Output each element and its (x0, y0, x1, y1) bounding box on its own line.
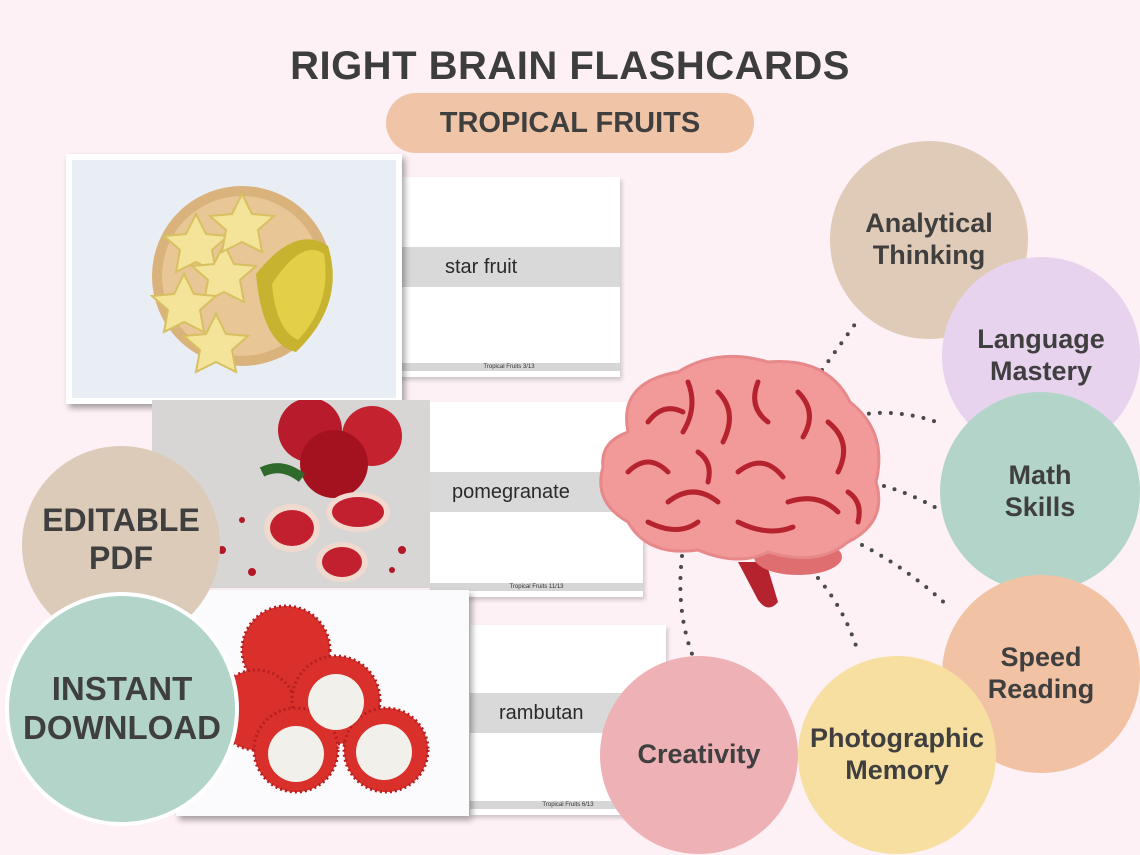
subtitle-text: TROPICAL FRUITS (439, 106, 701, 139)
instant-download-badge: INSTANT DOWNLOAD (5, 592, 239, 826)
card-footer: Tropical Fruits 11/13 (430, 583, 643, 591)
skill-photographic-memory: Photographic Memory (798, 656, 996, 854)
editable-pdf-text: EDITABLE PDF (42, 502, 200, 576)
skill-label: Photographic Memory (810, 723, 984, 785)
skill-label: Analytical Thinking (865, 208, 993, 270)
star-fruit-photo (66, 154, 402, 404)
flashcard-star-fruit: star fruit Tropical Fruits 3/13 (398, 177, 620, 377)
skill-math-skills: Math Skills (940, 392, 1140, 592)
brain-icon (588, 352, 888, 612)
card-footer: Tropical Fruits 3/13 (398, 363, 620, 371)
instant-download-text: INSTANT DOWNLOAD (23, 670, 221, 746)
skill-label: Math Skills (1004, 460, 1076, 522)
skill-label: Language Mastery (977, 324, 1105, 386)
page-title: RIGHT BRAIN FLASHCARDS (290, 44, 850, 88)
skill-label: Creativity (637, 739, 761, 770)
card-footer: Tropical Fruits 6/13 (470, 801, 666, 809)
subtitle-pill: TROPICAL FRUITS (386, 93, 754, 153)
skill-creativity: Creativity (600, 656, 798, 854)
skill-label: Speed Reading (987, 642, 1095, 704)
card-word: star fruit (398, 247, 620, 287)
